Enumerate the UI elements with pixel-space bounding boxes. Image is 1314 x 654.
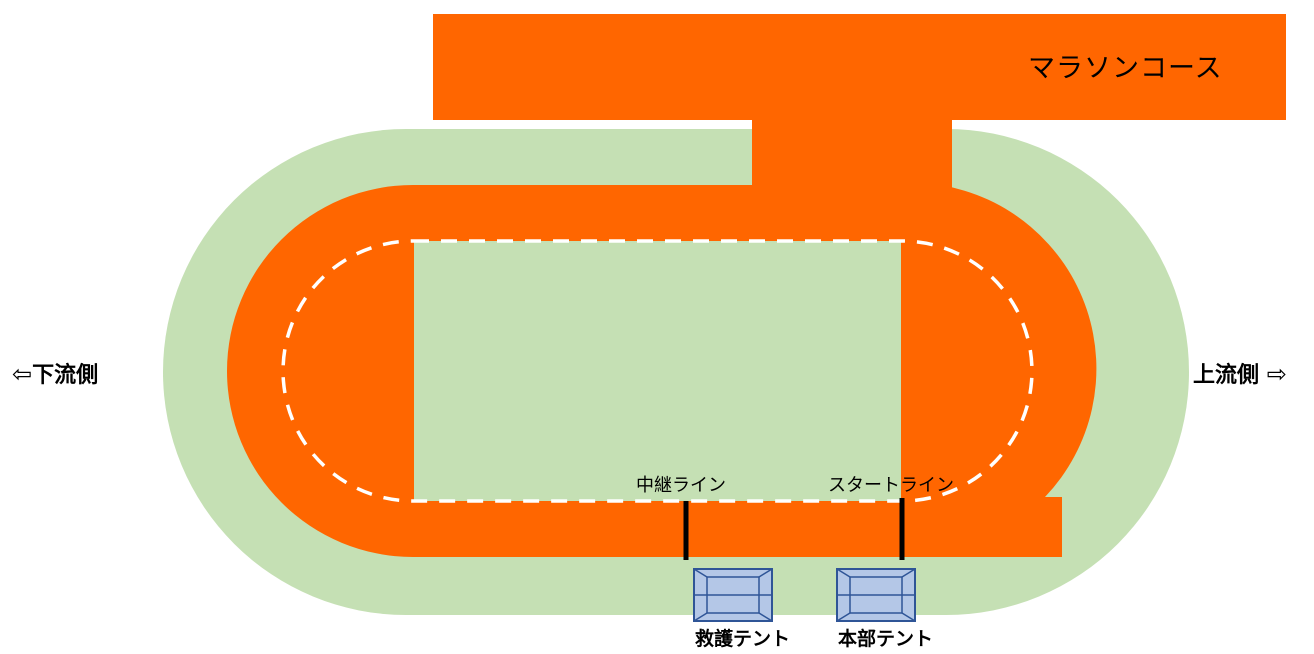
marathon-course-band: [433, 14, 1286, 120]
inner-infield: [414, 241, 901, 501]
upstream-text: 上流側: [1193, 363, 1260, 388]
downstream-label: ⇦下流側: [12, 362, 98, 387]
right-arrow-icon: ⇨: [1266, 360, 1287, 388]
left-arrow-icon: ⇦: [12, 360, 33, 388]
aid-tent-icon: [693, 568, 773, 622]
downstream-text: 下流側: [32, 363, 99, 388]
marathon-connector: [752, 110, 952, 190]
start-line-label: スタートライン: [828, 475, 954, 496]
hq-tent-label: 本部テント: [838, 628, 934, 650]
relay-line-label: 中継ライン: [636, 475, 726, 496]
marathon-course-label: マラソンコース: [1028, 53, 1223, 84]
aid-tent-label: 救護テント: [695, 628, 791, 650]
hq-tent-icon: [836, 568, 916, 622]
upstream-label: 上流側 ⇨: [1193, 362, 1287, 387]
